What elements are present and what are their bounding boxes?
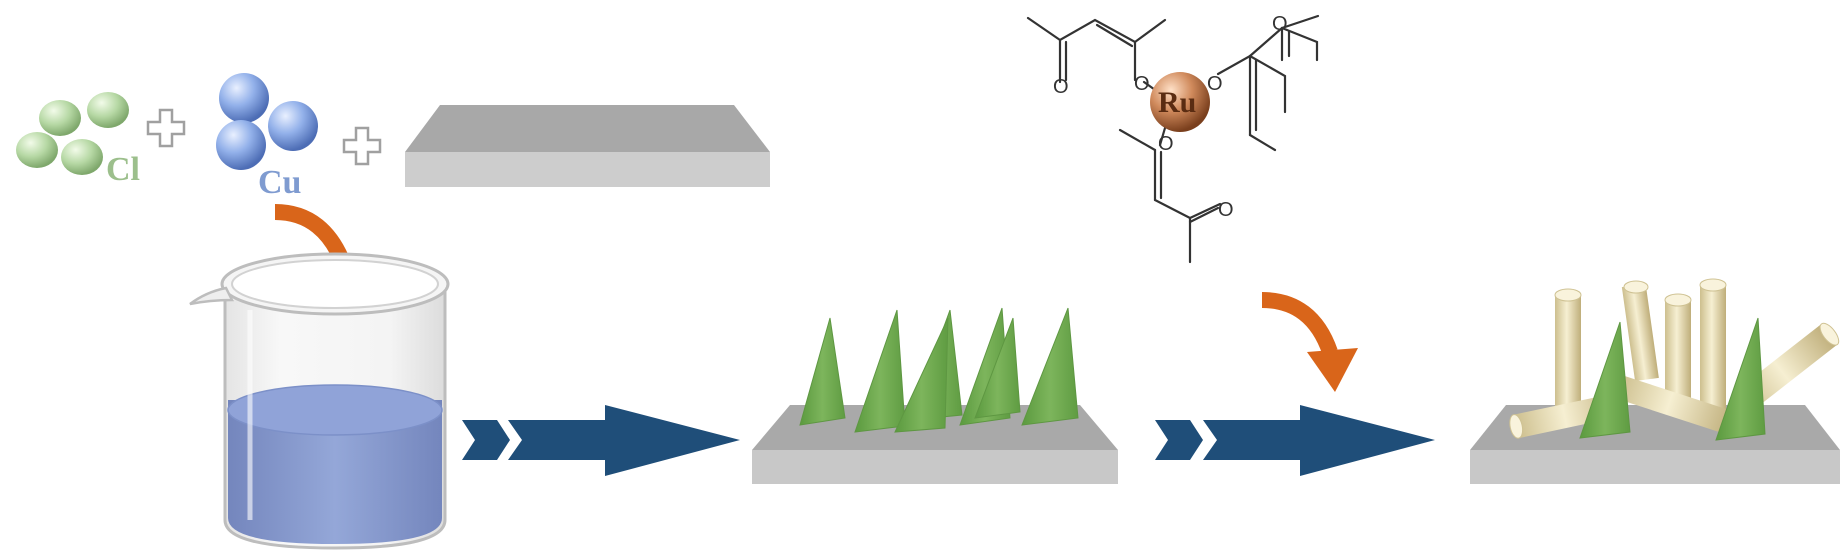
- chlorine-spheres: [16, 92, 129, 175]
- process-arrow-1: [462, 405, 740, 476]
- oxygen-label: O: [1134, 73, 1150, 95]
- oxygen-label: O: [1207, 73, 1223, 95]
- oxygen-label: O: [1158, 133, 1174, 155]
- oxygen-label: O: [1272, 13, 1288, 35]
- oxygen-label: O: [1053, 76, 1069, 98]
- process-arrow-2: [1155, 405, 1435, 476]
- solution: [227, 384, 443, 436]
- ruthenium-acetylacetonate-structure: Ru O O O O O O: [1026, 13, 1320, 264]
- ruthenium-label: Ru: [1158, 86, 1196, 119]
- substrate-plate-bare: [405, 105, 770, 187]
- oxygen-label: O: [1218, 199, 1234, 221]
- green-nanocones: [799, 307, 1079, 433]
- beaker: [189, 252, 450, 550]
- orange-curved-arrow-2: [1261, 292, 1358, 392]
- chlorine-label: Cl: [106, 151, 140, 188]
- beaker-spout: [189, 286, 235, 306]
- copper-label: Cu: [258, 164, 301, 201]
- green-nanocones-final: [1579, 317, 1766, 441]
- plus-icon: [146, 108, 186, 148]
- plus-icon: [342, 126, 382, 166]
- copper-spheres: [216, 73, 318, 170]
- ruthenium-sphere: [1150, 72, 1210, 132]
